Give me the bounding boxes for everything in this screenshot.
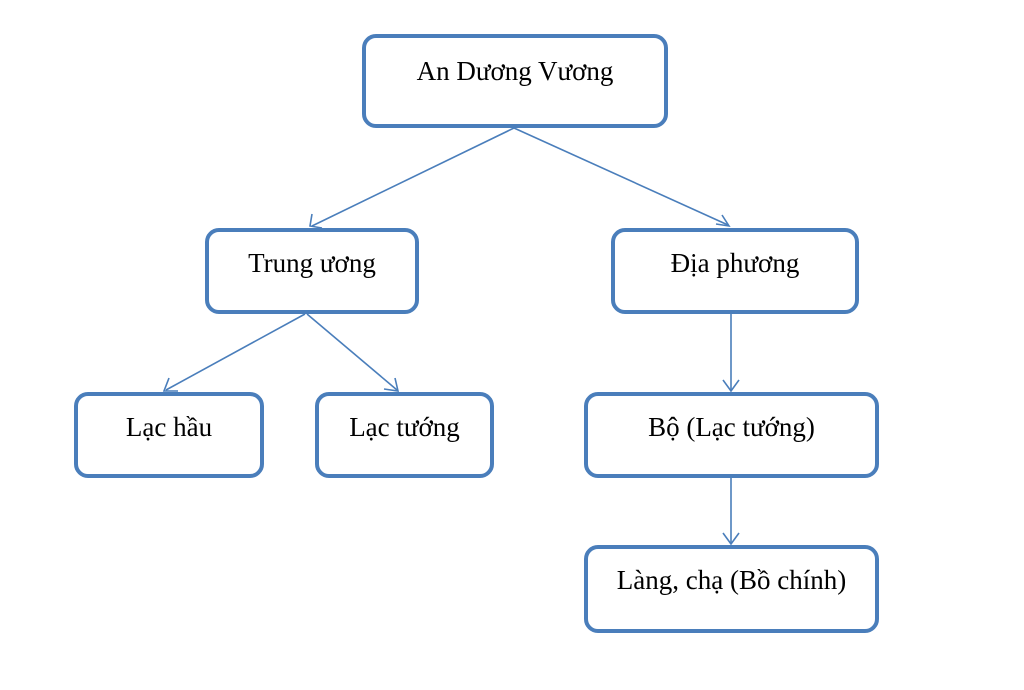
edge-central-lactuong	[306, 313, 400, 392]
node-label: An Dương Vương	[416, 56, 614, 86]
node-label: Lạc tướng	[349, 412, 460, 442]
node-dia-phuong: Địa phương	[611, 228, 859, 314]
node-label: Địa phương	[670, 248, 800, 278]
edge-root-local	[513, 127, 731, 228]
node-bo: Bộ (Lạc tướng)	[584, 392, 879, 478]
edge-bo-lang	[722, 478, 740, 546]
node-an-duong-vuong: An Dương Vương	[362, 34, 668, 128]
edge-local-bo	[722, 314, 740, 393]
node-label: Trung ương	[248, 248, 376, 278]
node-label: Lạc hầu	[125, 412, 213, 442]
edge-central-lachau	[162, 313, 306, 392]
node-label: Làng, chạ (Bồ chính)	[616, 565, 847, 595]
edge-root-central	[309, 127, 515, 229]
node-lac-tuong: Lạc tướng	[315, 392, 494, 478]
node-label: Bộ (Lạc tướng)	[648, 412, 815, 442]
node-trung-uong: Trung ương	[205, 228, 419, 314]
node-lang-cha: Làng, chạ (Bồ chính)	[584, 545, 879, 633]
node-lac-hau: Lạc hầu	[74, 392, 264, 478]
